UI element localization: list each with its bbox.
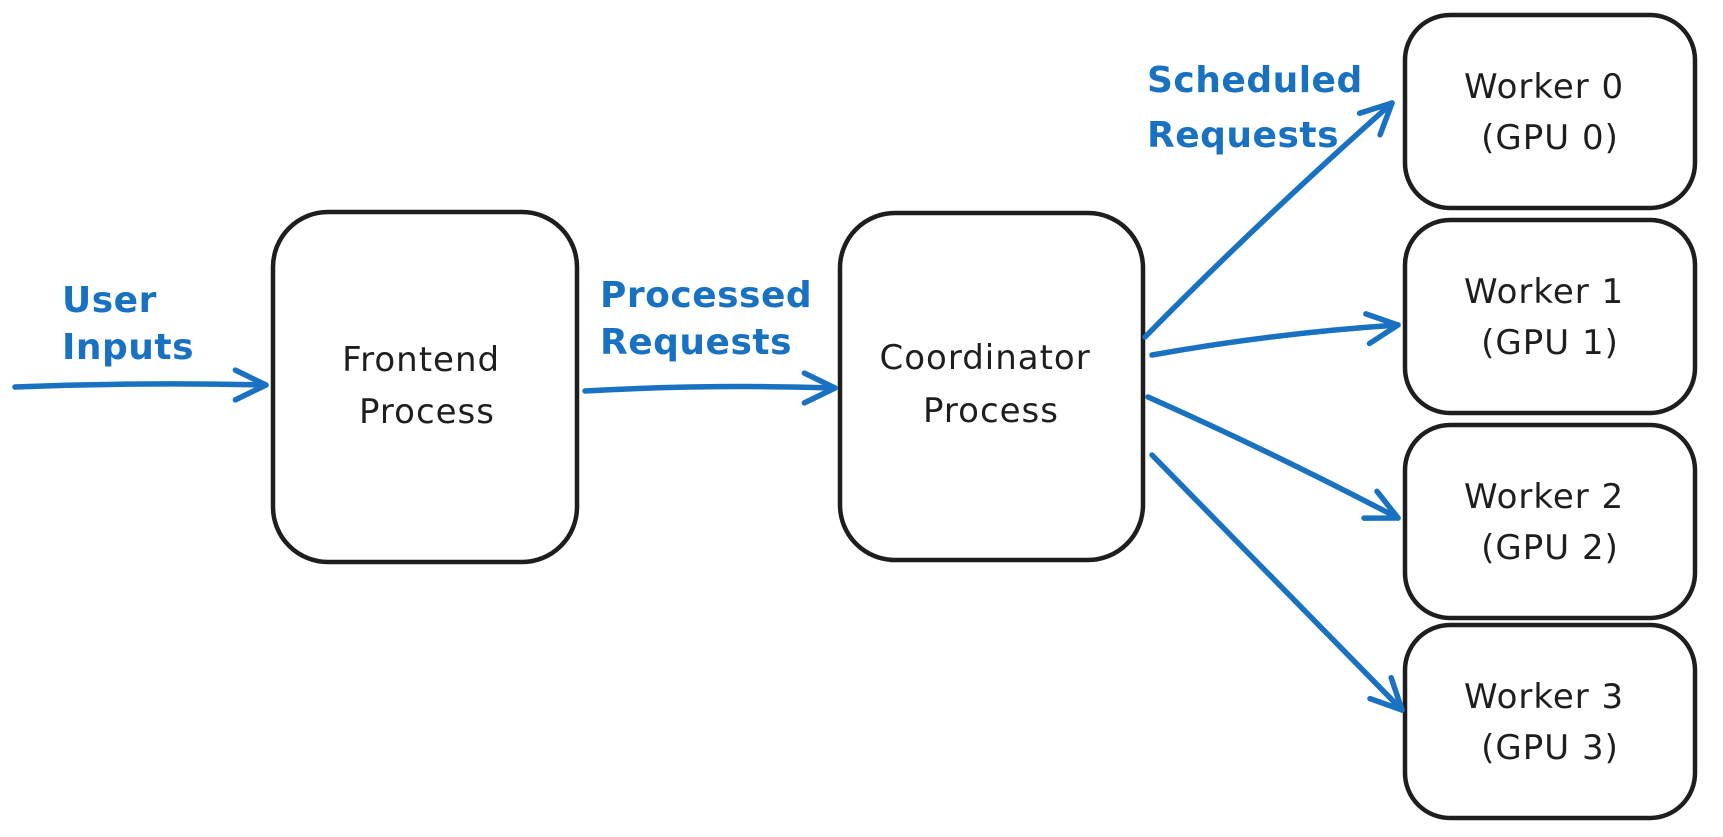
arrow-head: [232, 367, 269, 403]
arrow-coordinator-to-worker-2: [1145, 394, 1401, 521]
node-worker-2: Worker 2 (GPU 2): [1402, 422, 1698, 621]
worker-2-box: [1402, 422, 1698, 621]
arrow-head: [801, 370, 838, 406]
worker-3-label-line1: Worker 3: [1464, 677, 1624, 717]
scheduled-requests-label: Scheduled Requests: [1147, 60, 1376, 156]
coordinator-process-label: Coordinator Process: [879, 338, 1102, 431]
worker-2-label-line1: Worker 2: [1464, 477, 1624, 517]
coordinator-process-label-line2: Process: [923, 391, 1059, 431]
coordinator-process-label-line1: Coordinator: [879, 338, 1090, 378]
worker-2-label: Worker 2 (GPU 2): [1464, 477, 1636, 568]
arrow-frontend-to-coordinator: [582, 370, 838, 406]
worker-0-label-line1: Worker 0: [1464, 67, 1624, 107]
arrow-head: [1356, 100, 1395, 138]
processed-requests-label-line2: Requests: [600, 322, 792, 363]
user-inputs-label-line1: User: [62, 280, 157, 321]
processed-requests-label-line1: Processed: [600, 275, 812, 316]
arrow-head: [1363, 311, 1401, 347]
arrow-coordinator-to-worker-0: [1142, 100, 1395, 340]
arrow-shaft: [1149, 322, 1401, 358]
arrow-shaft: [1149, 452, 1405, 713]
worker-1-label-line1: Worker 1: [1464, 272, 1624, 312]
scheduled-requests-label-line2: Requests: [1147, 115, 1339, 156]
node-worker-1: Worker 1 (GPU 1): [1402, 217, 1698, 416]
worker-3-box: [1402, 622, 1698, 821]
coordinator-process-box: [837, 210, 1146, 563]
worker-1-box: [1402, 217, 1698, 416]
arrow-user-inputs-to-frontend: [12, 367, 269, 403]
user-inputs-label-line2: Inputs: [62, 327, 194, 368]
node-worker-3: Worker 3 (GPU 3): [1402, 622, 1698, 821]
worker-1-label-line2: (GPU 1): [1481, 323, 1619, 363]
processed-requests-label: Processed Requests: [600, 275, 825, 363]
worker-0-box: [1402, 12, 1698, 211]
worker-3-label-line2: (GPU 3): [1481, 728, 1619, 768]
user-inputs-label: User Inputs: [62, 280, 194, 368]
arrow-shaft: [1142, 100, 1395, 340]
arrow-coordinator-to-worker-3: [1149, 452, 1405, 713]
frontend-process-label: Frontend Process: [342, 340, 512, 432]
worker-3-label: Worker 3 (GPU 3): [1464, 677, 1636, 768]
arrow-coordinator-to-worker-1: [1149, 311, 1401, 358]
frontend-process-label-line1: Frontend: [342, 340, 500, 380]
worker-1-label: Worker 1 (GPU 1): [1464, 272, 1636, 363]
arrow-shaft: [1145, 394, 1401, 521]
arrow-shaft: [582, 383, 838, 394]
node-frontend-process: Frontend Process: [270, 209, 580, 565]
worker-0-label: Worker 0 (GPU 0): [1464, 67, 1636, 158]
worker-0-label-line2: (GPU 0): [1481, 118, 1619, 158]
arrow-shaft: [12, 381, 269, 390]
worker-2-label-line2: (GPU 2): [1481, 528, 1619, 568]
arrow-head: [1367, 674, 1405, 713]
arrow-head: [1361, 488, 1401, 521]
node-worker-0: Worker 0 (GPU 0): [1402, 12, 1698, 211]
scheduled-requests-label-line1: Scheduled: [1147, 60, 1363, 101]
frontend-process-box: [270, 209, 580, 565]
node-coordinator-process: Coordinator Process: [837, 210, 1146, 563]
frontend-process-label-line2: Process: [359, 392, 495, 432]
